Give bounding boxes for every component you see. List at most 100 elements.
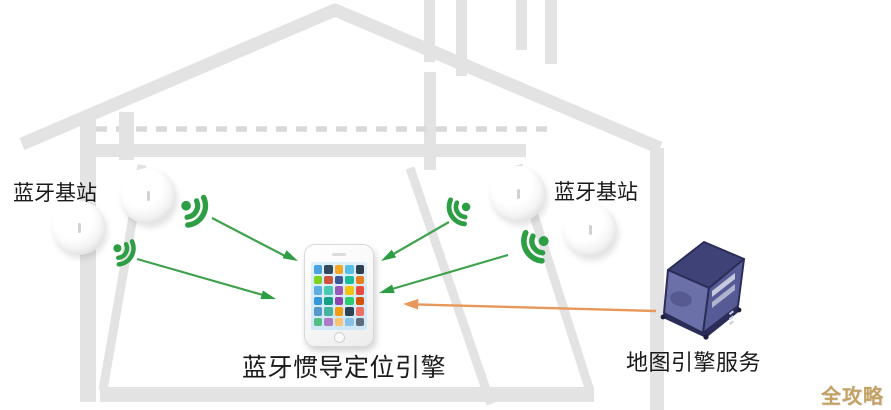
arrowhead [260,290,276,300]
server-base [661,306,741,338]
phone-app-icon [355,317,364,326]
floor-band [100,387,594,402]
green-arrow-left-upper [211,217,298,261]
server-foot [660,314,666,320]
right-wall-post [650,148,664,410]
phone-app-icon [314,286,323,295]
phone-app-icon [345,296,354,305]
phone-app-icon [324,307,333,316]
phone-app-icon [314,265,323,274]
beacon-slit [78,223,81,233]
phone-app-icon [345,265,354,274]
phone-app-icon [314,296,323,305]
beacon-slit [589,225,592,235]
server-vent [670,291,692,307]
bluetooth-beacon-right-upper [490,166,546,222]
phone-app-icon [314,317,323,326]
phone-app-icon [324,265,333,274]
house-ceiling [84,126,548,157]
phone-app-icon [334,275,344,284]
arrow-shaft [211,217,288,258]
signal-dot [113,244,122,253]
phone-app-icon [314,275,323,284]
wireless-signal-icon [181,194,209,228]
phone-app-icon [345,286,354,295]
phone-app-icon [355,286,364,295]
ceiling-band [84,144,526,157]
signal-dot [538,236,549,246]
server-icon [660,241,745,340]
phone-app-icon [334,286,344,295]
green-arrow-left-lower [136,257,276,300]
phone-app-icon [324,275,333,284]
watermark-text: 全攻略 [821,386,884,408]
wireless-signal-icon [521,229,549,264]
server-drive-slot [712,273,735,297]
phone-app-icon [334,317,344,326]
signal-arc [529,233,546,256]
phone-app-icon [334,296,344,305]
phone-screen [311,262,367,330]
signal-arc [184,198,201,220]
green-arrow-right-lower [379,253,509,294]
phone-app-grid [314,265,364,327]
signal-arc [453,200,468,220]
wireless-signal-icon [446,197,471,227]
smartphone [304,244,374,347]
server-foot [703,334,709,340]
phone-app-icon [345,307,354,316]
signal-arc [521,229,545,264]
signal-dot [461,202,471,212]
phone-app-icon [324,296,333,305]
phone-app-icon [314,307,323,316]
house-walls [80,112,664,410]
beacon-slit [147,191,150,201]
arrow-shaft [415,303,657,313]
interior-wall-line-inner [405,166,496,406]
roof-line [19,3,663,154]
signal-dot [181,200,191,211]
arrowhead [282,250,298,261]
phone-app-icon [324,286,333,295]
left-beam-post [119,112,134,160]
left-wall-post [80,112,96,402]
label-positioning-engine: 蓝牙惯导定位引擎 [242,354,447,382]
phone-app-icon [355,296,364,305]
arrowhead [403,298,419,310]
phone-app-icon [345,275,354,284]
phone-app-icon [355,275,364,284]
label-map-service: 地图引擎服务 [626,350,762,375]
label-bluetooth-station-left: 蓝牙基站 [13,182,97,205]
arrowhead [379,284,395,294]
green-arrow-right-upper [381,221,450,261]
orange-arrow-map-service [403,298,657,313]
signal-arc [116,241,130,261]
phone-app-icon [355,265,364,274]
bluetooth-beacon-right-lower [563,203,617,257]
phone-app-icon [324,317,333,326]
signal-arc [446,197,468,227]
signal-arc [185,194,209,228]
wireless-signal-icon [113,239,136,267]
phone-app-icon [355,307,364,316]
phone-app-icon [334,265,344,274]
roof-peak-bar [516,0,527,50]
server-foot [736,307,742,313]
bluetooth-beacon-left-upper [120,168,176,224]
phone-home-button [333,332,345,343]
arrow-shaft [389,221,450,257]
label-bluetooth-station-right: 蓝牙基站 [554,181,638,204]
beacon-slit [517,189,520,199]
phone-app-icon [334,307,344,316]
roof-peak-bar [545,0,557,64]
phone-speaker [332,253,346,256]
signal-arc [116,239,136,267]
chimney-bar [456,0,467,76]
chimney-bar [424,0,435,62]
phone-app-icon [345,317,354,326]
server-drive-slot [712,284,735,308]
arrow-shaft [391,253,509,291]
